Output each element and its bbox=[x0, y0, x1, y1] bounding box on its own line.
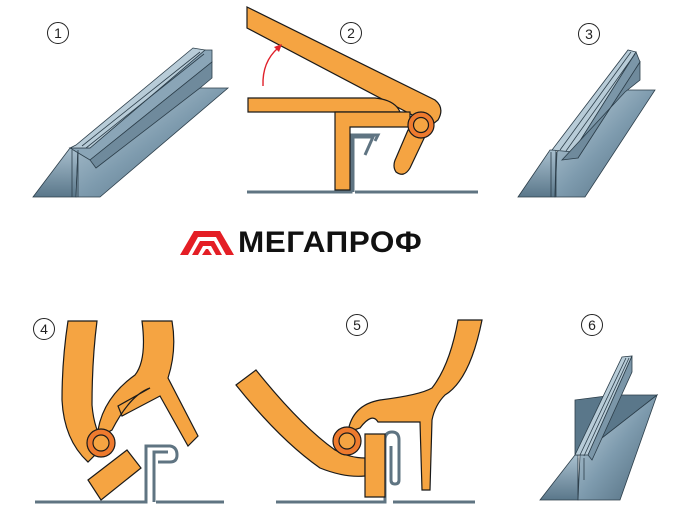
tool-step-4 bbox=[35, 320, 224, 504]
step-number-4: 4 bbox=[33, 318, 55, 340]
seam-3d-step-3 bbox=[517, 49, 656, 198]
step-number-6: 6 bbox=[581, 314, 603, 336]
rotate-arrow-icon bbox=[262, 47, 279, 87]
step-number-1: 1 bbox=[47, 22, 69, 44]
step-number-3: 3 bbox=[578, 23, 600, 45]
seam-3d-step-6 bbox=[539, 355, 659, 501]
brand-name: МЕГАПРОФ bbox=[238, 226, 423, 259]
brand-logo: МЕГАПРОФ bbox=[180, 228, 422, 258]
tool-step-2 bbox=[246, 6, 478, 194]
seam-3d-step-1 bbox=[32, 47, 230, 198]
step-number-5: 5 bbox=[346, 314, 368, 336]
roof-arches-icon bbox=[180, 231, 234, 255]
step-number-2: 2 bbox=[340, 22, 362, 44]
tool-step-5 bbox=[235, 319, 483, 504]
